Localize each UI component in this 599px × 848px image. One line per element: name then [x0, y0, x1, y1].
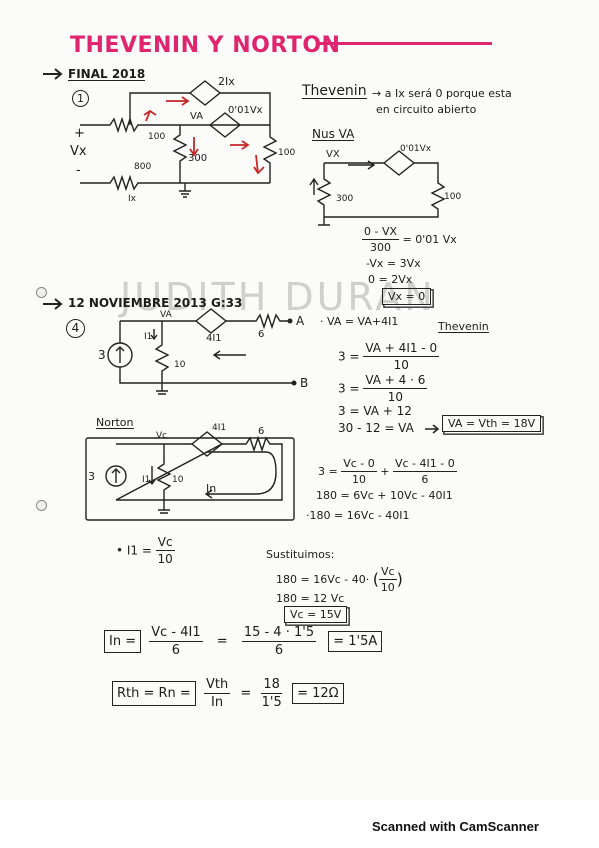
- r1-label: 100: [148, 132, 165, 142]
- binder-hole-top: [36, 287, 47, 298]
- eq4-result: Vx = 0: [382, 288, 432, 305]
- va-eq: · VA = VA+4I1: [320, 315, 399, 328]
- section1-heading: FINAL 2018: [68, 67, 146, 81]
- eq3: 0 = 2Vx: [368, 273, 413, 286]
- nus-dep-label: 0'01Vx: [400, 144, 432, 154]
- norton-i1-label: I1: [142, 475, 150, 485]
- nus-vx-label: VX: [326, 149, 340, 160]
- binder-hole-bottom: [36, 500, 47, 511]
- thevenin-note-2: en circuito abierto: [376, 103, 477, 116]
- node-a-label: A: [296, 314, 305, 328]
- eq-j-result: Vc = 15V: [284, 606, 348, 623]
- arrow-right-icon: [43, 68, 63, 80]
- r4-label: 800: [134, 162, 151, 172]
- ix-label: Ix: [128, 194, 137, 204]
- eq-i: 180 = 12 Vc: [276, 592, 345, 605]
- norton-vc-label: Vc: [156, 431, 167, 441]
- eq-c: 3 = VA + 12: [338, 404, 412, 418]
- norton-label: Norton: [96, 416, 134, 429]
- r-dep-label: 6: [258, 329, 264, 340]
- r3-label: 100: [278, 148, 295, 158]
- eq-d-result: VA = Vth = 18V: [442, 415, 542, 432]
- circuit-nus-va: VX 0'01Vx 300 100: [309, 144, 461, 226]
- sustituimos-label: Sustituimos:: [266, 548, 335, 561]
- minus-label: -: [76, 163, 81, 178]
- r-left-label: 10: [174, 360, 186, 370]
- norton-src-label: 3: [88, 470, 95, 483]
- section2-number: 4: [66, 319, 85, 338]
- circuit-norton: Vc 4I1 6 3 I1 10 In: [85, 423, 295, 521]
- node-va-label: VA: [190, 111, 203, 122]
- nus-r-left-label: 300: [336, 194, 353, 204]
- node-b-label: B: [300, 376, 308, 390]
- eq-g: ·180 = 16Vc - 40I1: [306, 509, 410, 522]
- va-label: VA: [160, 310, 173, 320]
- title-underline: [318, 42, 492, 45]
- eq2: -Vx = 3Vx: [366, 257, 421, 270]
- section1-number: 1: [72, 90, 89, 107]
- arrow-right-icon: [425, 424, 440, 434]
- i1-label: I1: [144, 332, 152, 342]
- src-label: 3: [98, 348, 106, 362]
- thevenin-label: Thevenin: [302, 83, 367, 99]
- dep-label: 4I1: [206, 333, 222, 344]
- dep-source-mid-label: 0'01Vx: [228, 105, 263, 116]
- plus-label: +: [74, 126, 85, 141]
- vx-label: Vx: [70, 144, 87, 159]
- page-title: THEVENIN Y NORTON: [70, 33, 341, 58]
- circuit-final-2018: 2Ix 0'01Vx VA 100 300 100 800 Ix: [80, 75, 295, 204]
- norton-r-label: 6: [258, 426, 264, 437]
- circuit-noviembre-2013: I1 VA 4I1 6 3 10 A B: [98, 308, 308, 395]
- thevenin-note-1: → a Ix será 0 porque esta: [372, 87, 512, 100]
- nus-r-right-label: 100: [444, 192, 461, 202]
- dep-source-label: 2Ix: [218, 75, 235, 88]
- norton-dep-label: 4I1: [212, 423, 226, 433]
- nus-va-label: Nus VA: [312, 127, 355, 141]
- thevenin-label-2: Thevenin: [438, 320, 489, 333]
- section2-heading: 12 NOVIEMBRE 2013 G:33: [68, 296, 243, 310]
- r2-label: 300: [188, 153, 207, 164]
- eq-d: 30 - 12 = VA: [338, 421, 414, 435]
- norton-r-left-label: 10: [172, 475, 184, 485]
- eq-f: 180 = 6Vc + 10Vc - 40I1: [316, 489, 453, 502]
- watermark: JUDITH DURAN: [120, 275, 436, 319]
- footer-scanner-credit: Scanned with CamScanner: [372, 819, 539, 834]
- norton-in-label: In: [206, 482, 216, 495]
- scanned-page: [0, 0, 599, 800]
- arrow-right-icon: [43, 298, 63, 310]
